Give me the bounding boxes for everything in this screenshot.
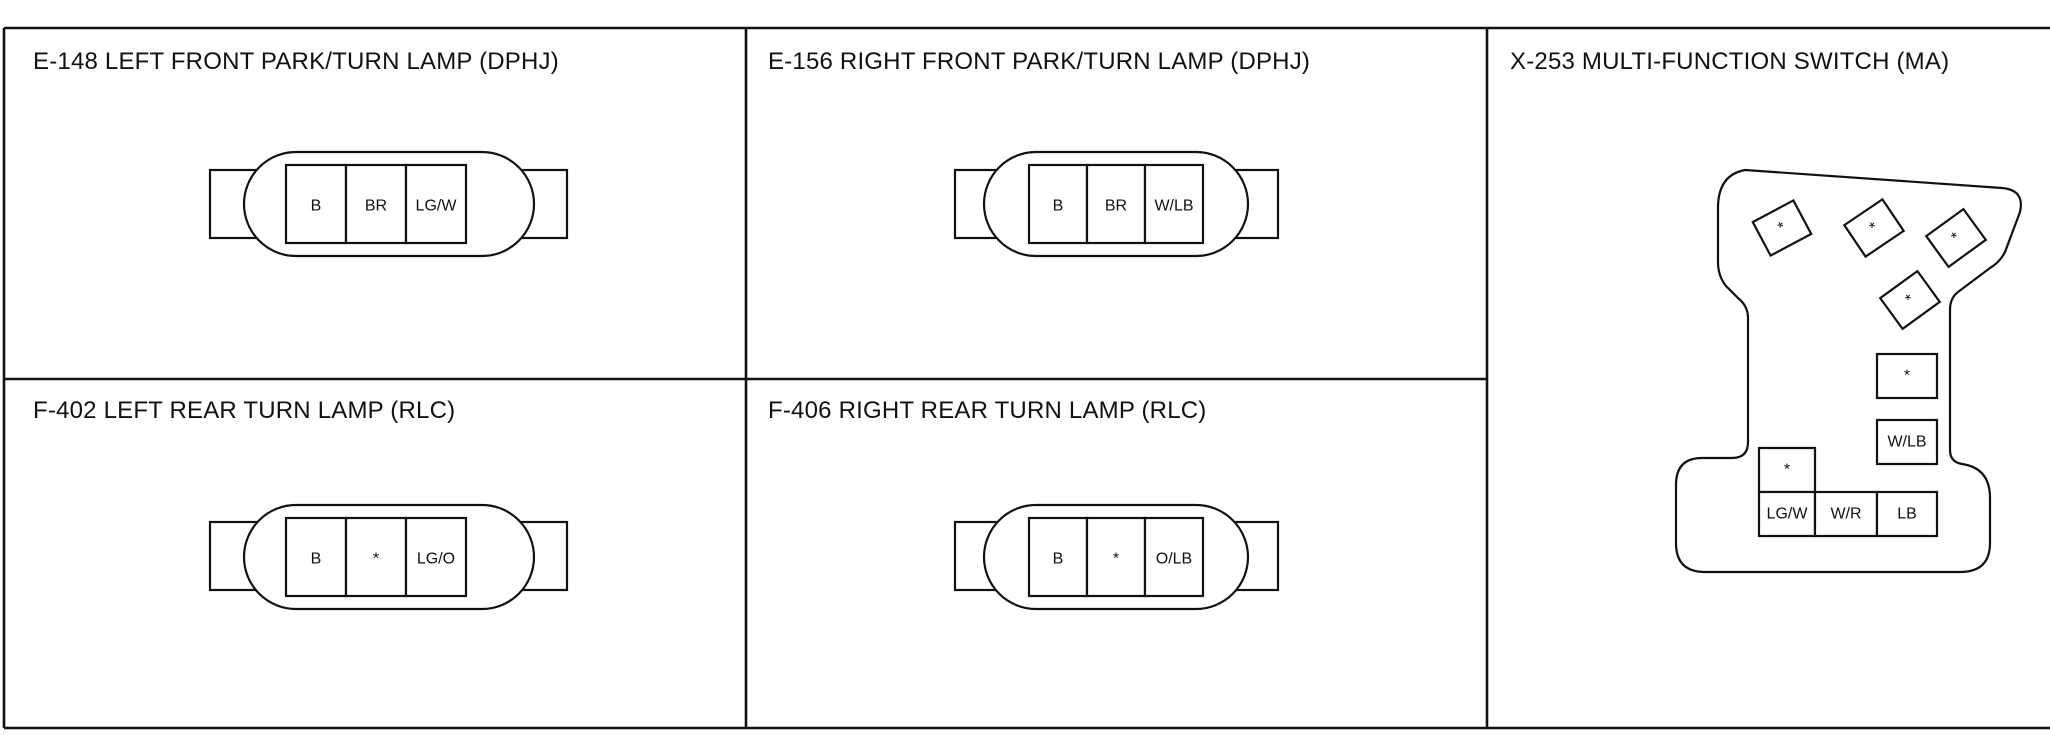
x253-pin-lb: LB	[1897, 506, 1917, 523]
x253-pin-lgw: LG/W	[1767, 506, 1809, 523]
f402-pin-2: *	[373, 551, 379, 568]
e156-pin-1: B	[1053, 198, 1064, 215]
e156-pin-3: W/LB	[1154, 198, 1193, 215]
f402-pin-1: B	[311, 551, 322, 568]
x253-pin-left-star: *	[1784, 462, 1790, 479]
x253-title: X-253 MULTI-FUNCTION SWITCH (MA)	[1510, 48, 1950, 75]
grid-frame	[2, 26, 2050, 730]
e148-pin-2: BR	[365, 198, 387, 215]
e148-pin-1: B	[311, 198, 322, 215]
x253-pin-wr: W/R	[1830, 506, 1861, 523]
f406-pin-2: *	[1113, 551, 1119, 568]
f402-title: F-402 LEFT REAR TURN LAMP (RLC)	[33, 397, 456, 424]
x253-pin-upper: *	[1904, 368, 1910, 385]
e148-pin-3: LG/W	[416, 198, 458, 215]
f406-pin-1: B	[1053, 551, 1064, 568]
e156-pin-2: BR	[1105, 198, 1127, 215]
f406-pin-3: O/LB	[1156, 551, 1192, 568]
connector-f406: B * O/LB	[953, 503, 1280, 611]
e156-title: E-156 RIGHT FRONT PARK/TURN LAMP (DPHJ)	[768, 48, 1311, 75]
x253-pin-wlb: W/LB	[1887, 434, 1926, 451]
connector-f402: B * LG/O	[208, 503, 569, 611]
f402-pin-3: LG/O	[417, 551, 455, 568]
e148-title: E-148 LEFT FRONT PARK/TURN LAMP (DPHJ)	[33, 48, 559, 75]
connector-e156: B BR W/LB	[953, 150, 1280, 258]
f406-title: F-406 RIGHT REAR TURN LAMP (RLC)	[768, 397, 1207, 424]
connector-x253: * * * * * W/LB * LG/W W/R LB	[1674, 168, 2022, 574]
connector-e148: B BR LG/W	[208, 150, 569, 258]
